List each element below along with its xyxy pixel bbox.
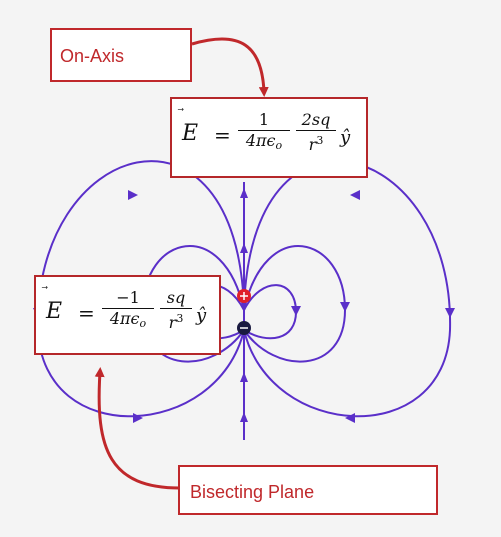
on-axis-label-box: On-Axis bbox=[50, 28, 192, 82]
bisecting-plane-equation: ⃗E = −1 4πϵo sq r3 ŷ bbox=[34, 275, 221, 355]
arrow-mark bbox=[133, 413, 143, 423]
equals-sign: = bbox=[214, 123, 231, 147]
arrow-mark bbox=[350, 190, 360, 200]
field-line bbox=[243, 160, 452, 418]
unit-vector-y: ŷ bbox=[340, 127, 351, 148]
bisecting-plane-label-box: Bisecting Plane bbox=[178, 465, 438, 515]
dipole-charges bbox=[237, 289, 251, 335]
coefficient-fraction: −1 4πϵo bbox=[102, 289, 154, 333]
on-axis-pointer-arrow bbox=[191, 37, 269, 97]
arrow-mark bbox=[291, 306, 301, 316]
bisecting-plane-label: Bisecting Plane bbox=[190, 482, 315, 502]
on-axis-equation: ⃗E = 1 4πϵo 2sq r3 ŷ bbox=[170, 97, 368, 178]
arrow-mark bbox=[240, 243, 248, 253]
equals-sign: = bbox=[78, 301, 95, 325]
field-vector-symbol: ⃗E bbox=[182, 121, 199, 146]
arrow-mark bbox=[445, 308, 455, 318]
arrow-mark bbox=[240, 412, 248, 422]
arrow-mark bbox=[128, 190, 138, 200]
arrow-mark bbox=[345, 413, 355, 423]
field-vector-symbol: ⃗E bbox=[46, 299, 63, 324]
field-line bbox=[243, 284, 298, 340]
charge-fraction: 2sq r3 bbox=[296, 111, 336, 154]
charge-fraction: sq r3 bbox=[160, 289, 192, 332]
bisect-pointer-arrow bbox=[94, 367, 181, 490]
arrow-mark bbox=[340, 302, 350, 312]
arrow-mark bbox=[240, 188, 248, 198]
arrow-mark bbox=[240, 372, 248, 382]
unit-vector-y: ŷ bbox=[196, 305, 207, 326]
on-axis-label: On-Axis bbox=[60, 46, 125, 66]
coefficient-fraction: 1 4πϵo bbox=[238, 111, 290, 155]
